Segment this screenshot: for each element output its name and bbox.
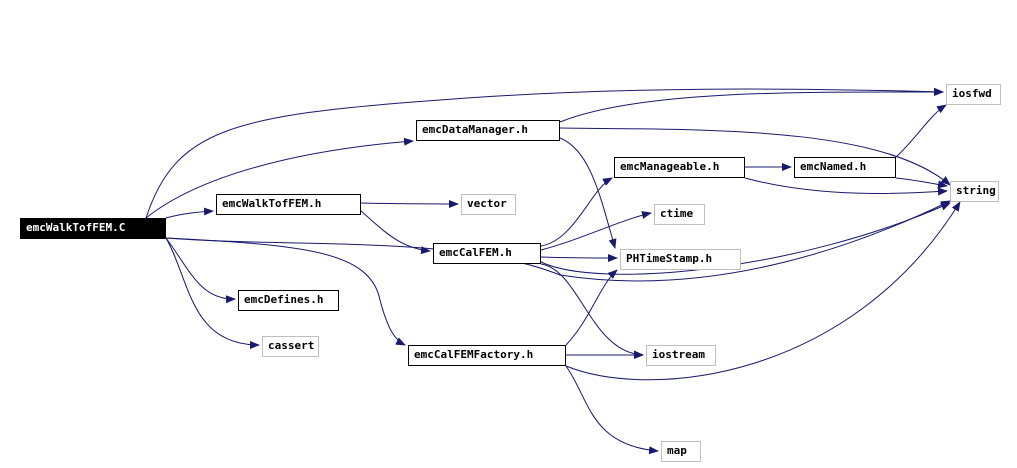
node-emcwalktoffem-h[interactable]: emcWalkTofFEM.h	[216, 194, 361, 215]
edge-named-to-iosfwd	[895, 104, 947, 158]
edge-root-to-string	[165, 200, 951, 282]
node-emcdefines-h[interactable]: emcDefines.h	[238, 290, 339, 311]
edge-calfem-to-phts	[540, 253, 618, 262]
node-emccalfem-h[interactable]: emcCalFEM.h	[433, 243, 541, 264]
edge-factory-to-map	[565, 365, 659, 455]
edge-root-to-factory	[165, 237, 406, 346]
edge-wtf-to-vector	[360, 199, 459, 208]
node-string[interactable]: string	[950, 181, 999, 202]
edge-calfem-to-string	[540, 202, 951, 275]
edge-named-to-string	[895, 177, 948, 189]
edge-mng-to-string	[744, 177, 948, 196]
edge-root-to-wtf	[165, 207, 214, 219]
node-iosfwd[interactable]: iosfwd	[946, 84, 1001, 105]
edge-root-to-iosfwd	[145, 87, 944, 219]
node-emcdatamanager-h[interactable]: emcDataManager.h	[416, 120, 560, 141]
edge-root-to-dm	[145, 137, 414, 219]
edge-dm-to-string	[559, 127, 951, 186]
edge-root-to-defs	[165, 237, 236, 304]
node-emcnamed-h[interactable]: emcNamed.h	[794, 157, 896, 178]
edge-calfem-to-iostream	[540, 263, 644, 359]
node-cassert[interactable]: cassert	[262, 336, 319, 357]
node-phtimestamp-h[interactable]: PHTimeStamp.h	[620, 249, 741, 270]
edge-dm-to-phts	[559, 137, 617, 249]
edge-calfem-to-ctime	[540, 211, 652, 251]
edge-dm-to-iosfwd	[559, 87, 944, 123]
node-iostream[interactable]: iostream	[646, 345, 716, 366]
edge-root-to-cassert	[165, 237, 260, 349]
node-vector[interactable]: vector	[461, 194, 516, 215]
node-emcmanageable-h[interactable]: emcManageable.h	[614, 157, 745, 178]
edge-factory-to-string	[565, 201, 961, 381]
edge-wtf-to-calfem	[360, 210, 431, 255]
node-ctime[interactable]: ctime	[654, 204, 705, 225]
node-emcwalktoffem-c[interactable]: emcWalkTofFEM.C	[20, 218, 166, 239]
node-emccalfemfactory-h[interactable]: emcCalFEMFactory.h	[408, 345, 566, 366]
edge-factory-to-phts	[565, 269, 618, 346]
edge-calfem-to-mng	[540, 177, 613, 247]
node-map[interactable]: map	[661, 441, 701, 462]
